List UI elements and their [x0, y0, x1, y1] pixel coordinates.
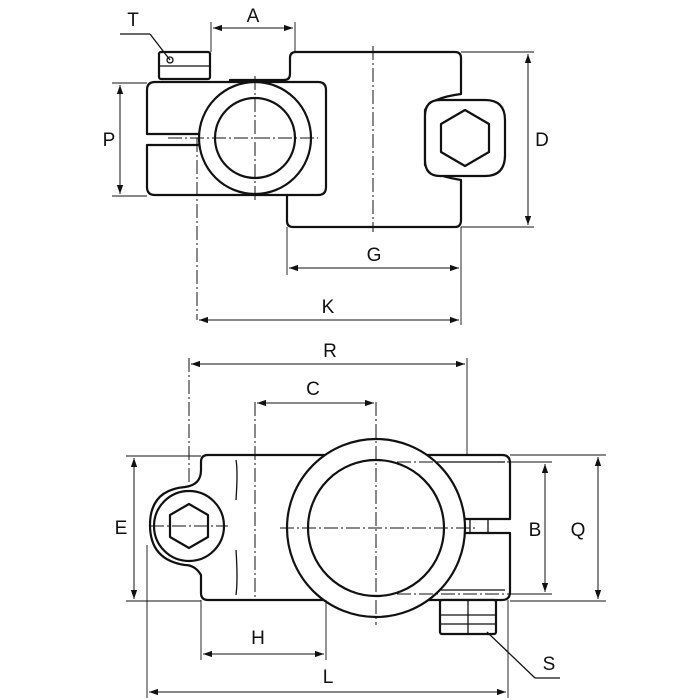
label-H: H	[251, 628, 265, 649]
label-Q: Q	[571, 520, 586, 541]
label-C: C	[306, 379, 320, 400]
bottom-view-dimensions: R C E B Q H S L	[115, 341, 606, 698]
label-L: L	[323, 667, 334, 688]
label-P: P	[103, 130, 116, 151]
top-view	[145, 46, 507, 320]
label-A: A	[247, 6, 260, 27]
label-D: D	[535, 130, 549, 151]
top-hex-socket-icon	[439, 108, 491, 168]
top-screw-point-icon	[166, 56, 174, 64]
label-S: S	[543, 654, 556, 675]
label-E: E	[115, 518, 128, 539]
label-T: T	[127, 10, 139, 31]
label-R: R	[323, 341, 337, 362]
label-K: K	[322, 297, 335, 318]
bottom-view	[148, 358, 512, 636]
label-B: B	[529, 520, 542, 541]
top-view-dimensions: A T P D G K	[103, 6, 549, 325]
label-G: G	[367, 245, 382, 266]
